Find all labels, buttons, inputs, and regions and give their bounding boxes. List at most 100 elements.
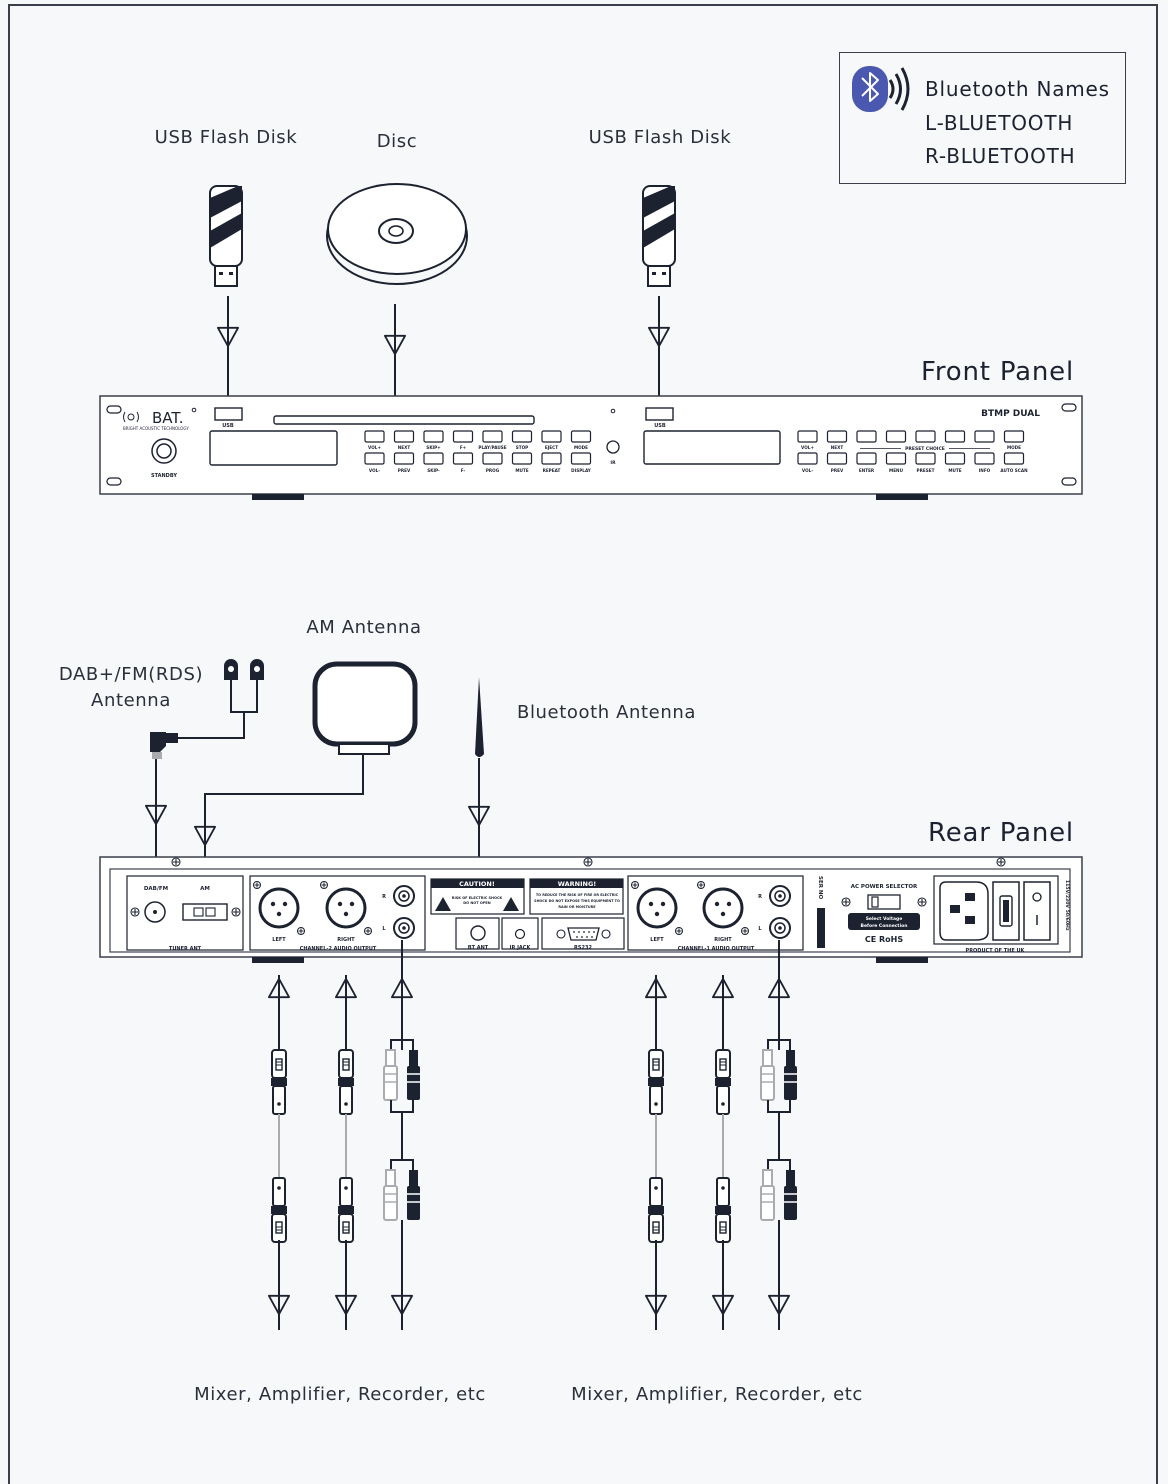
destination-label-right: Mixer, Amplifier, Recorder, etc — [571, 1384, 863, 1405]
voltage-rating: 115V/230V 50/60Hz — [1064, 880, 1070, 931]
tuner-ant-label: TUNER ANT — [169, 946, 202, 952]
left-button-top[interactable] — [482, 430, 503, 443]
bluetooth-name-right: R-BLUETOOTH — [925, 144, 1076, 168]
caution-text: DO NOT OPEN — [463, 901, 491, 905]
right-label: RIGHT — [337, 937, 355, 943]
right-button-label: MODE — [1007, 445, 1021, 450]
left-button-bottom[interactable] — [570, 452, 592, 465]
left-button-bottom[interactable] — [364, 452, 385, 465]
left-button-top[interactable] — [511, 430, 533, 443]
right-button-top[interactable] — [797, 430, 818, 443]
right-button-label: MENU — [889, 468, 904, 473]
am-label: AM — [200, 886, 210, 892]
right-button-bottom[interactable] — [944, 452, 966, 465]
left-button-label: REPEAT — [543, 468, 561, 473]
rs232-port[interactable] — [567, 927, 600, 941]
brand-subtitle: BRIGHT ACOUSTIC TECHNOLOGY — [123, 426, 189, 431]
rca-connector-icon — [383, 1049, 421, 1101]
caution-title: CAUTION! — [459, 880, 495, 888]
left-button-label: SKIP- — [427, 468, 440, 473]
left-button-top[interactable] — [393, 430, 415, 443]
dab-fm-socket[interactable] — [144, 901, 166, 923]
front-panel-drawing: BAT. BRIGHT ACOUSTIC TECHNOLOGY STANDBY … — [99, 395, 1083, 500]
voltage-switch[interactable] — [867, 894, 901, 910]
bt-ant-socket[interactable] — [470, 925, 486, 941]
bt-ant-label: BT ANT — [468, 945, 489, 951]
usb-port-left[interactable] — [214, 407, 243, 421]
right-button-label: NEXT — [831, 445, 844, 450]
compliance-marks: CE RoHS — [865, 935, 903, 944]
bluetooth-icon — [852, 66, 910, 112]
left-button-top[interactable] — [570, 430, 592, 443]
product-origin-label: PRODUCT OF THE UK — [966, 948, 1026, 954]
left-button-bottom[interactable] — [393, 452, 415, 465]
right-button-top[interactable] — [856, 430, 877, 443]
left-button-label: DISPLAY — [571, 468, 592, 473]
left-button-bottom[interactable] — [423, 452, 444, 465]
right-button-bottom[interactable] — [885, 452, 907, 465]
left-button-bottom[interactable] — [541, 452, 562, 465]
left-button-label: PLAY/PAUSE — [478, 445, 506, 450]
ir-jack-socket[interactable] — [514, 928, 526, 940]
left-button-top[interactable] — [423, 430, 444, 443]
model-label: BTMP DUAL — [981, 409, 1040, 419]
dab-fm-label: DAB/FM — [144, 886, 168, 892]
left-button-top[interactable] — [541, 430, 562, 443]
xlr-output-right[interactable] — [702, 887, 744, 929]
am-terminal[interactable] — [182, 903, 228, 921]
output-cables — [268, 940, 798, 1330]
power-switch[interactable] — [1023, 881, 1051, 941]
right-button-top[interactable] — [1003, 430, 1025, 443]
display-left — [209, 430, 338, 466]
am-antenna-label: AM Antenna — [306, 617, 422, 638]
right-button-bottom[interactable] — [974, 452, 995, 465]
iec-power-inlet[interactable] — [939, 881, 989, 941]
r-channel-label: R — [758, 894, 762, 900]
right-button-top[interactable] — [885, 430, 907, 443]
brand-text: BAT. — [152, 409, 184, 427]
standby-button[interactable] — [151, 438, 177, 464]
xlr-output-right[interactable] — [325, 887, 367, 929]
ir-sensor — [606, 440, 620, 454]
left-button-bottom[interactable] — [511, 452, 533, 465]
preset-choice-label: PRESET CHOICE — [905, 446, 945, 452]
xlr-connector-icon — [647, 1049, 665, 1115]
bluetooth-names-title: Bluetooth Names — [925, 77, 1110, 101]
left-button-label: PROG — [486, 468, 500, 473]
left-button-label: PREV — [398, 468, 411, 473]
xlr-connector-icon — [647, 1177, 665, 1243]
xlr-output-left[interactable] — [258, 887, 300, 929]
usb-port-right[interactable] — [645, 407, 674, 421]
right-button-top[interactable] — [826, 430, 848, 443]
right-button-bottom[interactable] — [826, 452, 848, 465]
right-button-top[interactable] — [974, 430, 995, 443]
left-button-top[interactable] — [452, 430, 474, 443]
right-button-bottom[interactable] — [915, 452, 936, 465]
select-voltage-text: Before Connection — [861, 923, 908, 929]
right-label: RIGHT — [714, 937, 732, 943]
left-button-top[interactable] — [364, 430, 385, 443]
rca-connector-icon — [760, 1049, 798, 1101]
left-button-bottom[interactable] — [452, 452, 474, 465]
right-button-bottom[interactable] — [856, 452, 877, 465]
bluetooth-antenna-label: Bluetooth Antenna — [517, 702, 697, 723]
xlr-output-left[interactable] — [636, 887, 678, 929]
rs232-label: RS232 — [574, 945, 592, 951]
ir-jack-label: IR JACK — [510, 945, 532, 951]
diagram-frame — [8, 4, 1158, 1484]
right-button-bottom[interactable] — [797, 452, 818, 465]
left-label: LEFT — [650, 937, 664, 943]
right-button-top[interactable] — [944, 430, 966, 443]
right-button-bottom[interactable] — [1003, 452, 1025, 465]
warning-text: SHOCK DO NOT EXPOSE THIS EQUIPMENT TO — [534, 899, 620, 903]
right-button-top[interactable] — [915, 430, 936, 443]
left-button-bottom[interactable] — [482, 452, 503, 465]
xlr-connector-icon — [714, 1177, 732, 1243]
left-button-label: MODE — [574, 445, 588, 450]
left-button-label: F+ — [460, 445, 467, 450]
display-right — [643, 430, 781, 465]
